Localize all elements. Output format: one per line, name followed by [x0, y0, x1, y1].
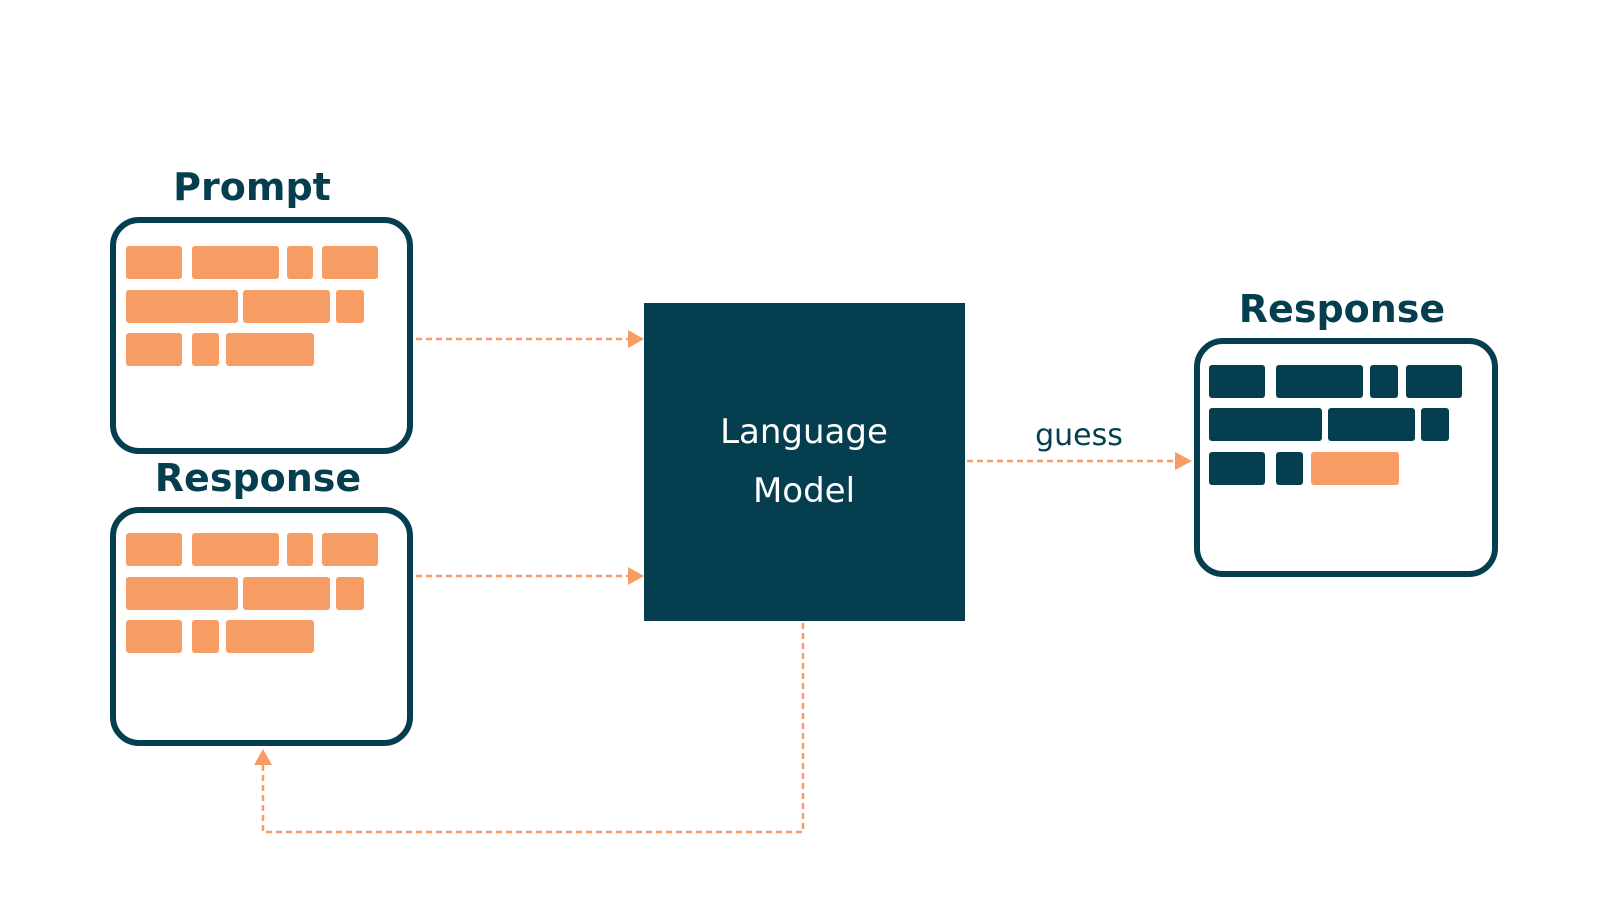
response-input-token [336, 577, 364, 610]
response-output-token [1209, 452, 1265, 485]
response-output-token [1328, 408, 1415, 441]
response-output-token [1276, 452, 1303, 485]
response-to-model-arrow [416, 567, 644, 585]
language-model-label-line1: Language [720, 412, 888, 452]
feedback-loop-arrow [254, 623, 805, 834]
prompt-token [243, 290, 330, 323]
response-input-token [322, 533, 378, 566]
response-output-token [1276, 365, 1363, 398]
language-model-label-line2: Model [753, 471, 855, 511]
response-output-token [1406, 365, 1462, 398]
response-input-token [243, 577, 330, 610]
response-input-token [126, 577, 238, 610]
response-output-guessed-token [1311, 452, 1399, 485]
prompt-title: Prompt [173, 165, 331, 209]
response-output-token [1209, 408, 1322, 441]
response-input-token [287, 533, 313, 566]
language-model-box [644, 303, 965, 621]
response-output-token [1370, 365, 1398, 398]
response-input-token [192, 620, 219, 653]
prompt-token [226, 333, 314, 366]
guess-edge-label: guess [1035, 418, 1123, 453]
model-to-response-arrow [967, 452, 1192, 470]
prompt-to-model-arrow [416, 330, 644, 348]
prompt-token [126, 246, 182, 279]
response-output-title: Response [1239, 287, 1445, 331]
prompt-token [192, 333, 219, 366]
response-input-token [126, 620, 182, 653]
prompt-token [336, 290, 364, 323]
prompt-token-blocks [126, 246, 378, 366]
response-output-token-blocks [1209, 365, 1462, 485]
response-input-title: Response [155, 456, 361, 500]
response-output-token [1421, 408, 1449, 441]
response-input-token [226, 620, 314, 653]
prompt-token [126, 333, 182, 366]
response-output-token [1209, 365, 1265, 398]
response-input-token [126, 533, 182, 566]
response-input-token-blocks [126, 533, 378, 653]
prompt-token [126, 290, 238, 323]
prompt-token [322, 246, 378, 279]
prompt-token [192, 246, 279, 279]
prompt-token [287, 246, 313, 279]
response-input-token [192, 533, 279, 566]
